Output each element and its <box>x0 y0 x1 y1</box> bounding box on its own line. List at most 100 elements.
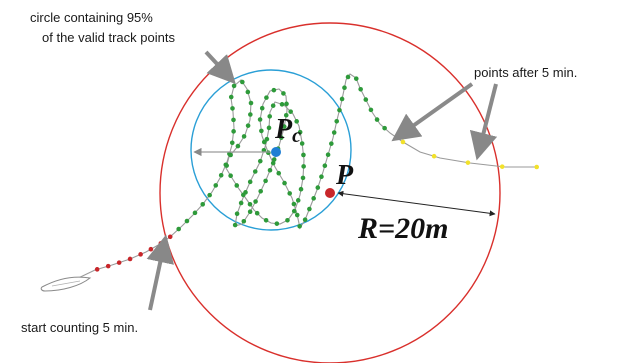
valid-point <box>245 123 251 128</box>
valid-point <box>345 74 351 80</box>
circle-label-line2: of the valid track points <box>42 30 175 45</box>
pc-label-main: P <box>274 114 293 145</box>
valid-point <box>299 141 305 146</box>
boat-outline-icon <box>40 276 92 292</box>
valid-point <box>334 119 340 124</box>
points-after-arrow-2 <box>469 83 498 161</box>
valid-point <box>240 79 245 85</box>
valid-track-points <box>176 74 387 232</box>
valid-point <box>302 217 308 222</box>
valid-point <box>234 183 240 188</box>
valid-point <box>319 174 324 180</box>
valid-point <box>270 103 276 108</box>
early-point <box>105 263 111 269</box>
valid-point <box>298 186 304 192</box>
valid-point <box>235 143 241 149</box>
valid-point <box>276 170 282 176</box>
valid-point <box>315 185 321 190</box>
point-p <box>325 188 335 198</box>
early-point <box>127 256 133 262</box>
circle-label-arrow <box>204 50 236 85</box>
valid-point <box>257 158 263 164</box>
early-point <box>94 267 100 272</box>
valid-point <box>353 76 359 81</box>
valid-point <box>247 209 253 215</box>
early-point <box>167 234 173 240</box>
valid-point <box>259 105 265 111</box>
points-after-label: points after 5 min. <box>474 65 577 80</box>
valid-point <box>358 87 363 92</box>
late-track-points <box>400 139 539 170</box>
valid-point <box>297 129 303 135</box>
valid-point <box>267 167 273 173</box>
valid-point <box>248 100 254 106</box>
valid-point <box>274 221 280 226</box>
valid-point <box>322 163 328 169</box>
valid-point <box>247 179 253 185</box>
valid-point <box>258 188 263 194</box>
valid-point <box>368 107 374 113</box>
valid-point <box>266 125 272 131</box>
valid-point <box>232 222 238 228</box>
valid-point <box>291 201 297 207</box>
valid-point <box>207 192 212 198</box>
valid-point <box>213 183 219 188</box>
early-point <box>138 252 143 257</box>
valid-point <box>230 106 235 111</box>
valid-point <box>261 139 267 145</box>
valid-point <box>200 202 206 207</box>
valid-point <box>218 172 224 178</box>
early-point <box>116 260 122 265</box>
valid-point <box>288 109 293 114</box>
valid-point <box>339 96 345 102</box>
valid-point <box>229 140 235 146</box>
late-point <box>499 164 505 169</box>
valid-point <box>234 211 240 217</box>
valid-point <box>291 208 297 214</box>
late-point <box>465 160 471 165</box>
valid-point <box>283 112 289 118</box>
p-label: P <box>335 160 354 191</box>
inner-95-percent-circle <box>190 69 352 231</box>
valid-point <box>253 199 258 204</box>
valid-point <box>231 117 236 123</box>
valid-point <box>264 95 269 100</box>
valid-point <box>374 117 380 122</box>
valid-point <box>281 124 287 129</box>
late-point <box>400 139 406 145</box>
valid-point <box>331 130 337 135</box>
valid-point <box>243 190 248 195</box>
valid-point <box>241 134 247 139</box>
valid-point <box>266 150 271 156</box>
valid-point <box>342 85 347 90</box>
radius-arrow <box>337 190 496 217</box>
valid-point <box>282 180 287 186</box>
valid-point <box>261 147 267 153</box>
valid-point <box>238 200 244 206</box>
valid-point <box>270 160 276 166</box>
valid-point <box>224 163 229 168</box>
valid-point <box>279 135 284 140</box>
valid-point <box>228 94 234 100</box>
valid-point <box>254 210 260 216</box>
radius-label: R=20m <box>357 212 448 245</box>
valid-point <box>300 175 306 181</box>
valid-point <box>294 119 299 124</box>
center-pc-point <box>271 147 281 157</box>
start-counting-arrow <box>146 234 174 311</box>
valid-point <box>311 196 316 201</box>
valid-point <box>301 152 306 158</box>
valid-point <box>285 217 290 223</box>
valid-point <box>248 112 253 117</box>
valid-point <box>294 212 300 218</box>
valid-point <box>271 157 277 162</box>
valid-point <box>184 218 190 224</box>
outer-radius-circle <box>159 22 501 363</box>
start-counting-label: start counting 5 min. <box>21 320 138 335</box>
late-point <box>534 164 539 170</box>
valid-point <box>192 210 198 216</box>
valid-point <box>263 178 268 184</box>
valid-point <box>263 217 269 223</box>
valid-point <box>271 87 277 93</box>
valid-point <box>325 152 331 157</box>
